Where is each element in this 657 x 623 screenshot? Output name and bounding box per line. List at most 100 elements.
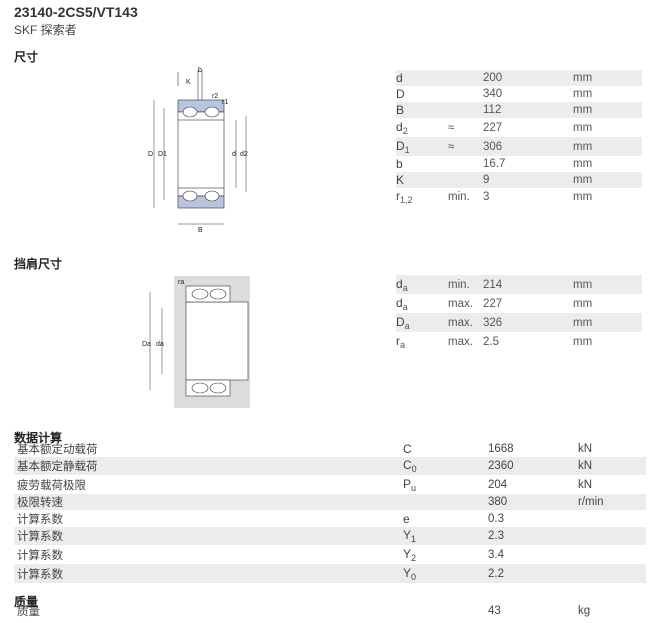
- calc-label: 计算系数: [14, 564, 403, 583]
- spec-qualifier: max.: [448, 313, 483, 332]
- spec-symbol: r1,2: [396, 189, 413, 205]
- spec-qualifier: [448, 156, 483, 172]
- table-row: r1,2 min. 3 mm: [396, 188, 642, 206]
- spec-symbol: Da: [396, 313, 448, 332]
- section-dimensions-heading: 尺寸: [14, 50, 39, 64]
- spec-unit: mm: [573, 121, 593, 134]
- calc-value: 380: [488, 494, 578, 510]
- spec-unit: mm: [573, 191, 593, 203]
- label-da: da: [156, 341, 164, 348]
- calc-value: 2360: [488, 457, 578, 475]
- label-b: b: [198, 67, 202, 74]
- spec-symbol: D: [396, 87, 405, 101]
- calc-symbol: Pu: [403, 476, 417, 493]
- calc-symbol: C0: [403, 457, 488, 475]
- spec-qualifier: [448, 172, 483, 188]
- table-row: 基本额定动载荷 C 1668 kN: [14, 441, 646, 457]
- spec-symbol: b: [396, 157, 403, 171]
- spec-unit: mm: [573, 137, 642, 156]
- calc-unit: [578, 564, 646, 583]
- spec-value: 227: [483, 297, 503, 310]
- section-mass-heading: 质量: [14, 595, 39, 609]
- spec-qualifier: min.: [448, 275, 483, 294]
- table-row: 疲劳载荷极限 Pu 204 kN: [14, 475, 646, 494]
- calc-label: 计算系数: [17, 549, 63, 562]
- calc-value: 1668: [488, 443, 514, 455]
- label-Da: Da: [142, 341, 151, 348]
- calc-label: 计算系数: [17, 513, 63, 526]
- spec-qualifier: [448, 102, 483, 118]
- calc-label: 基本额定静载荷: [14, 457, 403, 475]
- calc-unit: [578, 510, 646, 527]
- spec-symbol: da: [396, 295, 408, 312]
- label-K: K: [186, 79, 191, 86]
- spec-symbol: B: [396, 102, 448, 118]
- spec-unit: mm: [573, 102, 642, 118]
- spec-qualifier: max.: [448, 297, 473, 310]
- spec-value: 16.7: [483, 158, 506, 170]
- spec-symbol: d2: [396, 119, 408, 136]
- label-r2: r2: [212, 93, 218, 100]
- spec-value: 200: [483, 70, 573, 86]
- section-calculation-heading: 数据计算: [14, 431, 63, 445]
- spec-value: 326: [483, 313, 573, 332]
- calc-label: 基本额定动载荷: [17, 444, 98, 456]
- spec-unit: mm: [573, 158, 593, 170]
- spec-qualifier: ≈: [448, 137, 483, 156]
- bearing-dimensions-drawing: b K r2 r1 D D1 d d2 B: [148, 67, 248, 234]
- calc-value: 43: [488, 605, 501, 617]
- spec-value: 340: [483, 88, 503, 100]
- calc-symbol: e: [403, 511, 410, 526]
- table-row: D 340 mm: [396, 86, 642, 102]
- calc-unit: kg: [578, 605, 591, 617]
- spec-value: 112: [483, 102, 573, 118]
- label-D1: D1: [158, 151, 167, 158]
- spec-symbol: da: [396, 275, 448, 294]
- calc-label: 疲劳载荷极限: [17, 479, 86, 492]
- spec-qualifier: min.: [448, 191, 470, 203]
- calc-unit: r/min: [578, 494, 646, 510]
- label-ra: ra: [178, 279, 184, 286]
- calc-unit: kN: [578, 457, 646, 475]
- spec-unit: mm: [573, 172, 642, 188]
- product-subtitle: SKF 探索者: [14, 23, 77, 37]
- spec-value: 227: [483, 121, 503, 134]
- calc-unit: kN: [578, 478, 593, 491]
- calc-label: 计算系数: [14, 527, 403, 545]
- spec-symbol: D1: [396, 137, 448, 156]
- label-D: D: [148, 151, 153, 158]
- label-d: d: [232, 151, 236, 158]
- calc-symbol: Y0: [403, 564, 488, 583]
- calc-symbol: [403, 494, 488, 510]
- calc-unit: kN: [578, 443, 593, 455]
- label-d2: d2: [240, 151, 248, 158]
- spec-symbol: K: [396, 172, 448, 188]
- label-r1: r1: [222, 99, 228, 106]
- spec-unit: mm: [573, 275, 642, 294]
- section-abutment-heading: 挡肩尺寸: [14, 257, 63, 271]
- calc-value: 2.3: [488, 527, 578, 545]
- spec-value: 3: [483, 191, 490, 203]
- spec-qualifier: [448, 86, 483, 102]
- abutment-dimensions-drawing: ra Da da: [142, 276, 250, 408]
- spec-qualifier: ≈: [448, 121, 455, 134]
- label-B: B: [198, 227, 203, 234]
- spec-unit: mm: [573, 313, 642, 332]
- spec-unit: mm: [573, 88, 593, 100]
- calc-symbol: C: [403, 442, 412, 456]
- spec-symbol: d: [396, 70, 448, 86]
- calc-value: 204: [488, 478, 508, 491]
